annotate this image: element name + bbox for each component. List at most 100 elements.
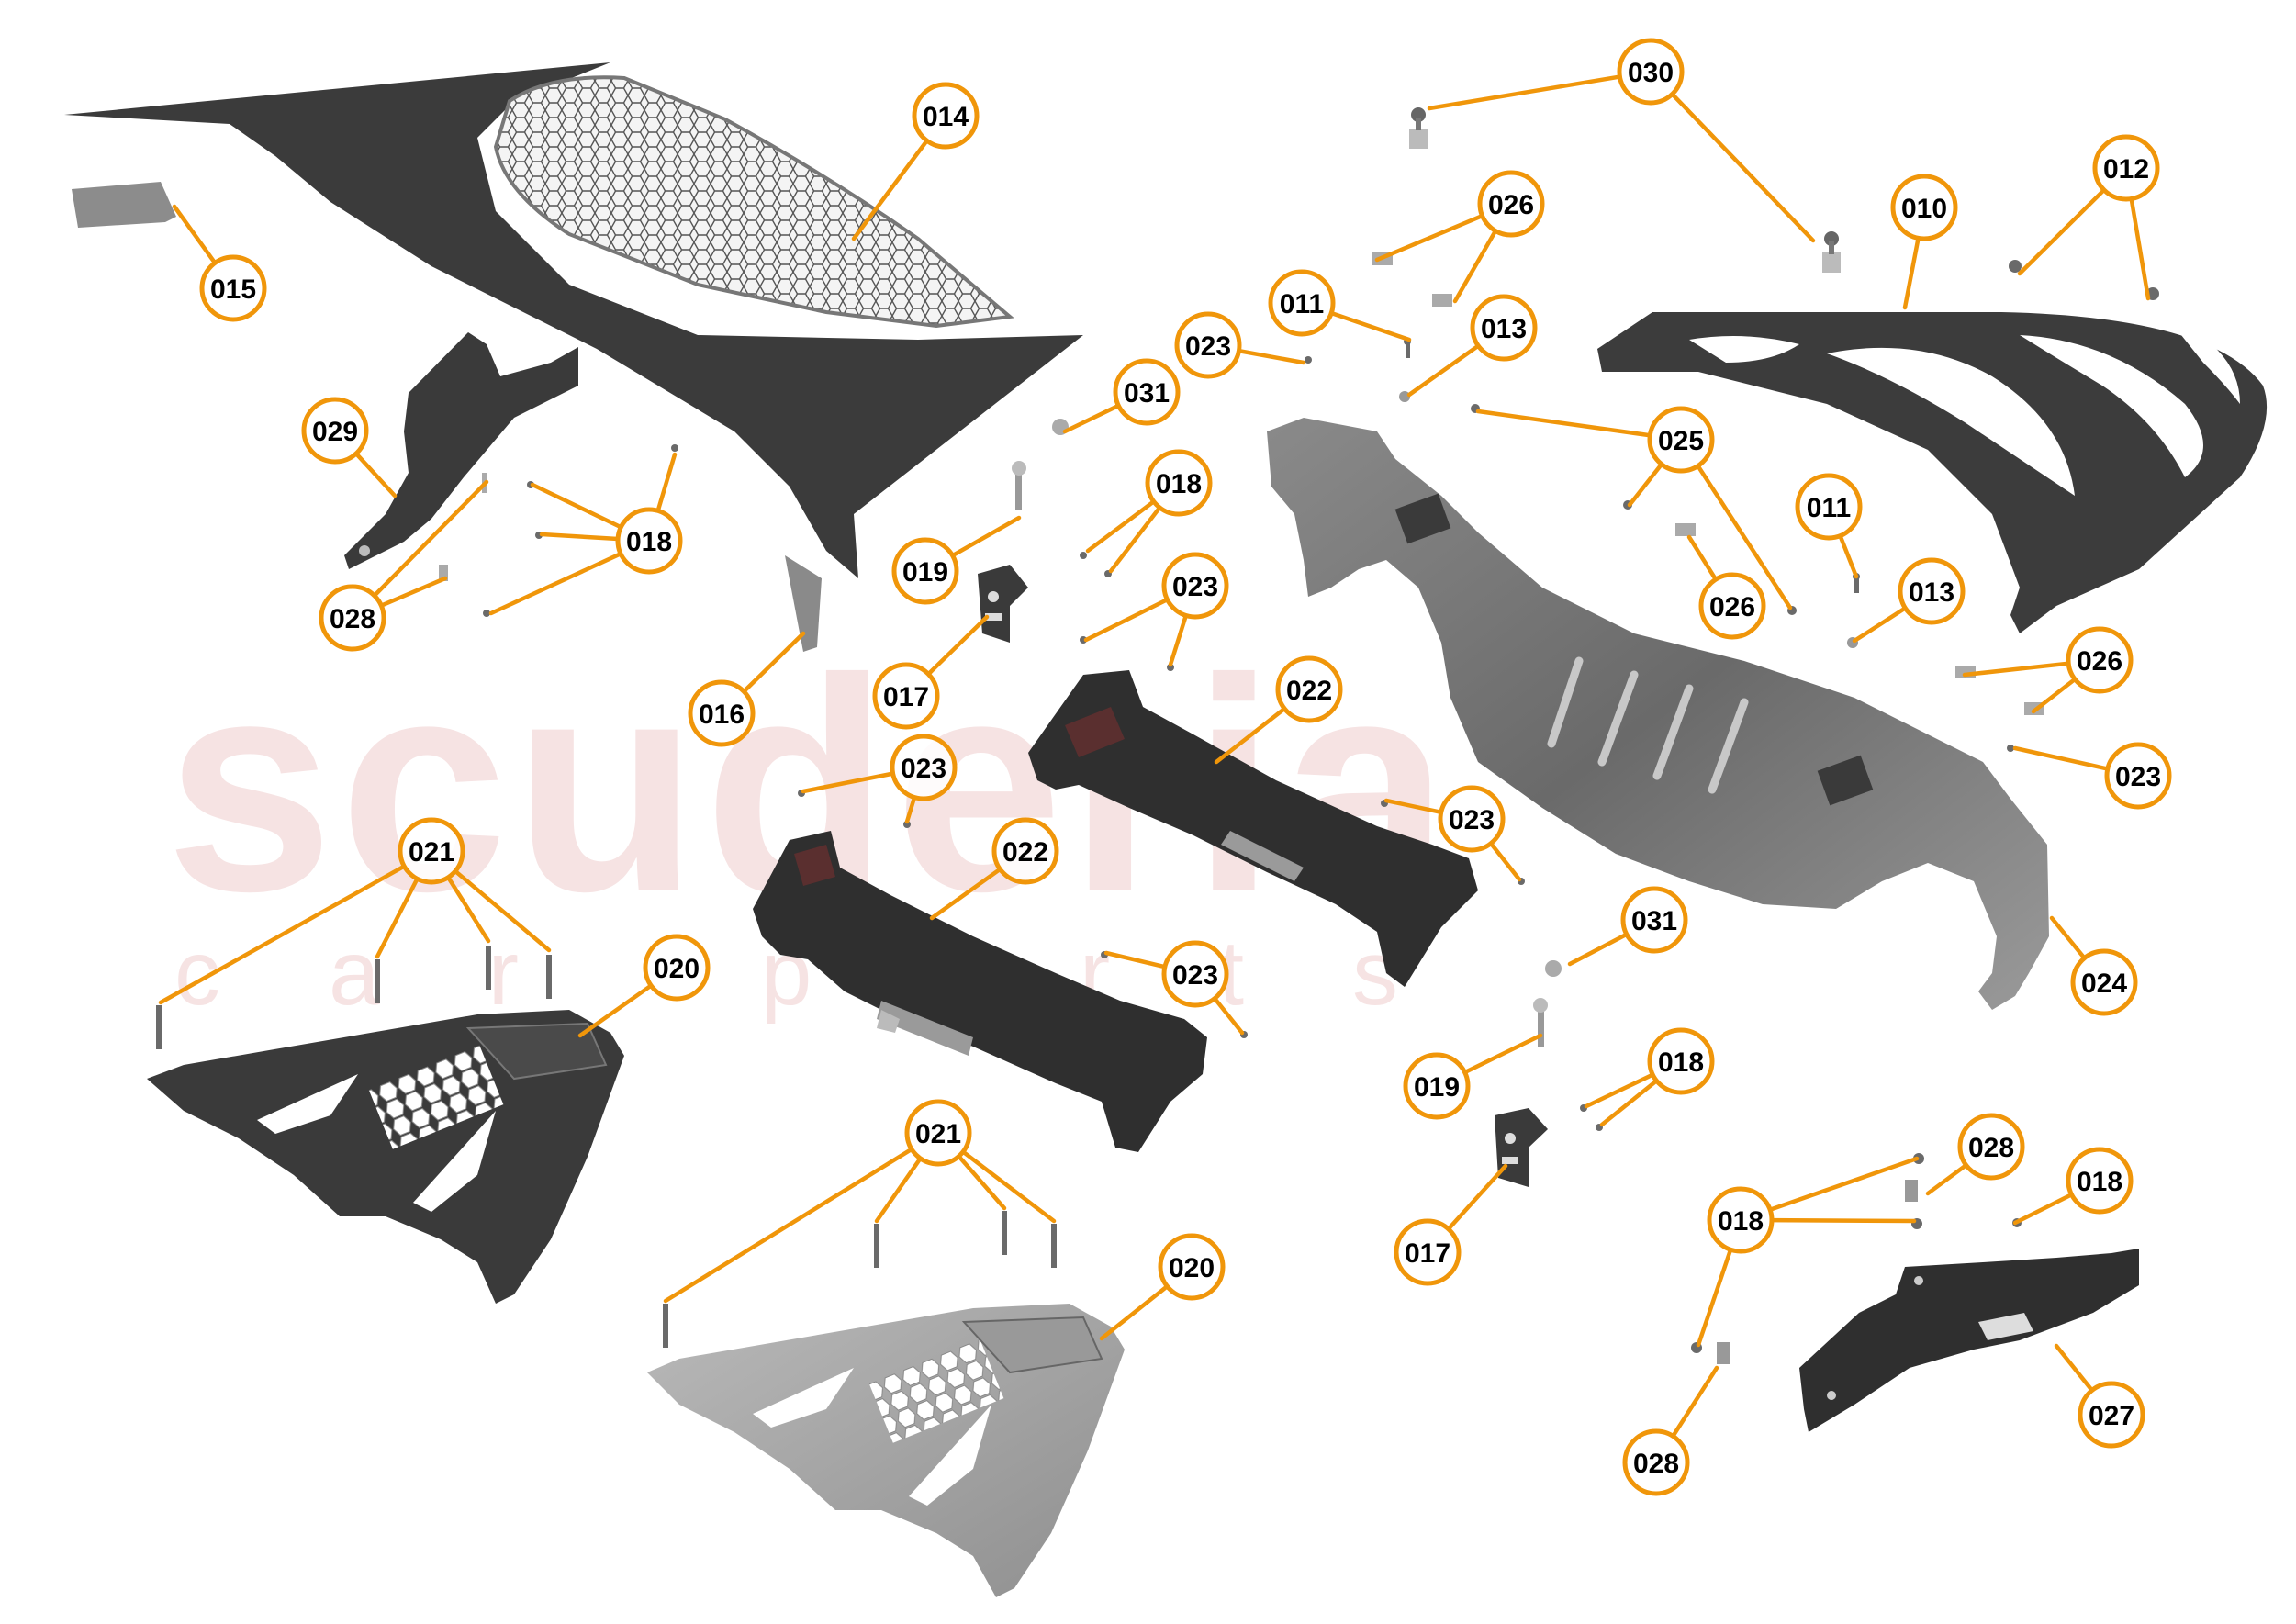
callout-circle[interactable] [688,679,756,747]
callout-022[interactable]: 022 [1275,655,1343,723]
callout-circle[interactable] [2104,742,2172,810]
callout-016[interactable]: 016 [688,679,756,747]
callout-023[interactable]: 023 [1161,940,1229,1008]
callout-circle[interactable] [1477,170,1545,238]
callout-circle[interactable] [1113,358,1181,426]
callout-031[interactable]: 031 [1113,358,1181,426]
callout-circle[interactable] [643,934,711,1002]
part-015-trim-pad [72,182,176,228]
callout-018[interactable]: 018 [1145,449,1213,517]
leader-line-020 [577,983,654,1038]
callout-011[interactable]: 011 [1795,473,1863,541]
callout-circle[interactable] [1707,1186,1775,1254]
callout-circle[interactable] [1647,1027,1715,1095]
callout-circle[interactable] [2092,134,2160,202]
callout-circle[interactable] [1403,1052,1471,1120]
callout-011[interactable]: 011 [1268,269,1336,337]
callout-circle[interactable] [615,507,683,575]
callout-circle[interactable] [1470,294,1538,362]
callout-023[interactable]: 023 [1174,311,1242,379]
callout-circle[interactable] [1394,1218,1462,1286]
callout-circle[interactable] [872,662,940,730]
callout-label: 020 [654,954,700,984]
callout-circle[interactable] [890,734,958,801]
callout-circle[interactable] [1957,1113,2025,1181]
callout-024[interactable]: 024 [2070,948,2138,1016]
callout-023[interactable]: 023 [1438,785,1506,853]
callout-circle[interactable] [1617,38,1685,106]
leader-line-012 [2017,187,2107,276]
leader-line-027 [2054,1343,2095,1393]
callout-023[interactable]: 023 [890,734,958,801]
callout-028[interactable]: 028 [319,584,386,652]
part-010-rear-grille-frame [1597,312,2268,633]
callout-circle[interactable] [2066,626,2134,694]
callout-031[interactable]: 031 [1620,886,1688,954]
callout-022[interactable]: 022 [991,817,1059,885]
callout-circle[interactable] [199,254,267,322]
callout-label: 011 [1807,493,1851,523]
callout-circle[interactable] [1275,655,1343,723]
callout-017[interactable]: 017 [872,662,940,730]
callout-circle[interactable] [1438,785,1506,853]
callout-018[interactable]: 018 [1707,1186,1775,1254]
callout-circle[interactable] [1158,1233,1226,1301]
callout-020[interactable]: 020 [1158,1233,1226,1301]
callout-017[interactable]: 017 [1394,1218,1462,1286]
callout-018[interactable]: 018 [1647,1027,1715,1095]
callout-label: 017 [883,682,929,712]
callout-023[interactable]: 023 [2104,742,2172,810]
callout-013[interactable]: 013 [1470,294,1538,362]
leader-line-030 [1427,74,1622,111]
callout-026[interactable]: 026 [1698,572,1766,640]
callout-015[interactable]: 015 [199,254,267,322]
callout-circle[interactable] [904,1099,972,1167]
leader-line-026 [1452,229,1498,304]
callout-018[interactable]: 018 [2066,1147,2134,1215]
callout-025[interactable]: 025 [1647,406,1715,474]
callout-circle[interactable] [2070,948,2138,1016]
callout-circle[interactable] [1161,552,1229,620]
callout-circle[interactable] [1161,940,1229,1008]
callout-028[interactable]: 028 [1622,1428,1690,1496]
leader-line-021 [445,875,491,944]
callout-circle[interactable] [301,397,369,465]
callout-circle[interactable] [891,537,959,605]
callout-023[interactable]: 023 [1161,552,1229,620]
leader-line-026 [1374,213,1484,263]
leader-line-023 [801,771,895,794]
callout-circle[interactable] [319,584,386,652]
callout-circle[interactable] [1647,406,1715,474]
callout-027[interactable]: 027 [2078,1381,2145,1449]
callout-029[interactable]: 029 [301,397,369,465]
callout-020[interactable]: 020 [643,934,711,1002]
callout-018[interactable]: 018 [615,507,683,575]
callout-030[interactable]: 030 [1617,38,1685,106]
callout-circle[interactable] [398,817,465,885]
callout-circle[interactable] [991,817,1059,885]
callout-021[interactable]: 021 [904,1099,972,1167]
callout-circle[interactable] [1620,886,1688,954]
callout-026[interactable]: 026 [1477,170,1545,238]
leader-line-018 [488,551,623,616]
callout-circle[interactable] [912,82,980,150]
callout-circle[interactable] [1795,473,1863,541]
callout-circle[interactable] [1698,572,1766,640]
callout-028[interactable]: 028 [1957,1113,2025,1181]
callout-012[interactable]: 012 [2092,134,2160,202]
callout-circle[interactable] [2066,1147,2134,1215]
callout-circle[interactable] [1622,1428,1690,1496]
callout-013[interactable]: 013 [1898,557,1966,625]
callout-circle[interactable] [2078,1381,2145,1449]
callout-014[interactable]: 014 [912,82,980,150]
callout-019[interactable]: 019 [891,537,959,605]
callout-021[interactable]: 021 [398,817,465,885]
callout-circle[interactable] [1898,557,1966,625]
callout-026[interactable]: 026 [2066,626,2134,694]
callout-019[interactable]: 019 [1403,1052,1471,1120]
callout-circle[interactable] [1890,174,1958,241]
callout-010[interactable]: 010 [1890,174,1958,241]
callout-circle[interactable] [1268,269,1336,337]
callout-circle[interactable] [1174,311,1242,379]
callout-circle[interactable] [1145,449,1213,517]
